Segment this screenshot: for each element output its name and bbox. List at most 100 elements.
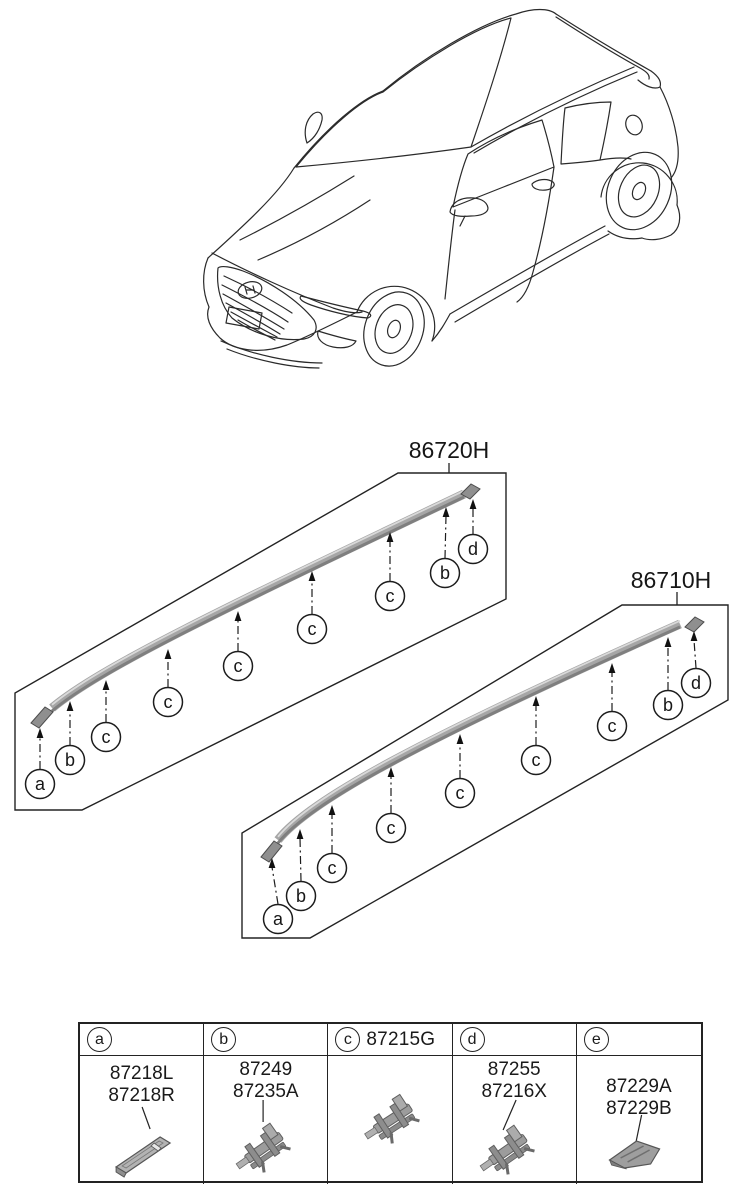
part-numbers: 87249 87235A (204, 1059, 327, 1103)
part-icon-canvas (470, 1099, 538, 1184)
hyundai-logo-icon (237, 281, 263, 299)
arrowhead-icon (296, 829, 304, 839)
callout-circle-d (457, 533, 489, 565)
molding-end-cap-icon (30, 706, 54, 729)
mirror-stalk (459, 215, 466, 227)
rear-rim (617, 164, 661, 218)
callout-circle-c (222, 650, 254, 682)
fog-inlet (317, 330, 357, 349)
header-part-number: 87215G (366, 1028, 436, 1050)
icon-leader-line (502, 1099, 517, 1131)
part-icon-canvas (608, 1114, 661, 1170)
roof-rail-far-line (470, 66, 635, 148)
hood-crease-1 (239, 175, 355, 241)
icon-leader-line (141, 1106, 151, 1130)
part-number: 87249 (239, 1059, 293, 1080)
callout-letter: c (308, 619, 317, 639)
callout-letter: c (608, 716, 617, 736)
callout-circle-c (90, 721, 122, 753)
header-cell-a: a (80, 1024, 205, 1055)
header-cell-c: c 87215G (328, 1024, 453, 1055)
callout-circle-b (652, 689, 684, 721)
molding-end-cap-icon (460, 483, 481, 500)
legend-body-row: 87218L 87218R 87249 87235A (80, 1056, 701, 1184)
callout-arrow-line (444, 515, 447, 559)
license-plate (225, 306, 263, 330)
part-icon-canvas (226, 1100, 295, 1184)
arrowhead-icon (102, 680, 110, 690)
sill-line (454, 233, 610, 323)
callout-letter: c (164, 692, 173, 712)
end-cap-icon (115, 1136, 171, 1178)
front-wheel-arch (356, 285, 436, 342)
part-icon-canvas (355, 1091, 424, 1155)
body-cell-d: 87255 87216X (453, 1056, 577, 1184)
callout-circle-b (54, 744, 86, 776)
front-face-line (203, 257, 210, 308)
hood-crease-2 (257, 199, 371, 261)
grille-outline (216, 265, 317, 341)
callout-circle-c (596, 710, 628, 742)
callout-circle-c (296, 613, 328, 645)
retainer-clip-icon (355, 1091, 424, 1155)
splitter-line-1 (220, 340, 323, 364)
arrowhead-icon (608, 663, 616, 673)
part-number: 87218R (108, 1085, 175, 1106)
callout-letter: c (328, 858, 337, 878)
beltline-rear (599, 157, 632, 161)
arrowhead-icon (36, 728, 44, 738)
arrowhead-icon (268, 858, 276, 868)
icon-leader-line (634, 1114, 642, 1145)
panel-outline (14, 472, 507, 811)
callout-letter: a (273, 909, 284, 929)
rear-hub (631, 181, 647, 201)
header-cell-e: e (577, 1024, 701, 1055)
part-number-label: 86720H (409, 437, 490, 463)
quarter-window (560, 101, 612, 165)
callout-circle-b (429, 557, 461, 589)
headlight (299, 295, 372, 319)
molding-end-cap-icon (684, 616, 705, 633)
body-cell-a: 87218L 87218R (80, 1056, 205, 1184)
far-mirror (304, 111, 323, 144)
part-number: 87229B (606, 1098, 672, 1119)
callout-letter-badge-c: c (335, 1027, 361, 1052)
callout-letter: c (234, 656, 243, 676)
callout-letter: c (532, 750, 541, 770)
callout-letter-badge-e: e (583, 1027, 609, 1052)
legend-header-row: a b c 87215G d e (80, 1024, 701, 1056)
rear-wheel-arch (600, 162, 678, 206)
arrowhead-icon (234, 611, 242, 621)
part-number: 87255 (487, 1059, 541, 1080)
part-numbers: 87229A 87229B (577, 1076, 701, 1120)
splitter-line-2 (226, 348, 320, 369)
callout-circle-c (444, 777, 476, 809)
retainer-clip-icon (226, 1120, 295, 1184)
part-number: 87229A (606, 1076, 672, 1097)
callout-letter-badge-a: a (87, 1027, 112, 1052)
arrowhead-icon (690, 631, 698, 641)
arrowhead-icon (164, 649, 172, 659)
callout-arrow-line (271, 866, 279, 905)
door-window (452, 119, 555, 208)
callout-letter: b (296, 886, 306, 906)
callout-letter: c (456, 783, 465, 803)
windshield (295, 17, 512, 168)
front-hub (386, 319, 402, 339)
a-pillar-roofline (293, 8, 557, 169)
arrowhead-icon (442, 507, 450, 517)
callout-circle-d (680, 667, 712, 699)
callout-letter: b (663, 695, 673, 715)
side-mirror (449, 197, 489, 217)
part-number-label: 86710H (631, 567, 712, 593)
rocker-line (449, 225, 606, 315)
front-bumper-line (207, 306, 358, 351)
retainer-clip-icon (470, 1122, 538, 1184)
callout-letter: b (65, 750, 75, 770)
door-handle (531, 178, 555, 191)
callout-circle-c (316, 852, 348, 884)
hyundai-logo-h (244, 285, 256, 295)
